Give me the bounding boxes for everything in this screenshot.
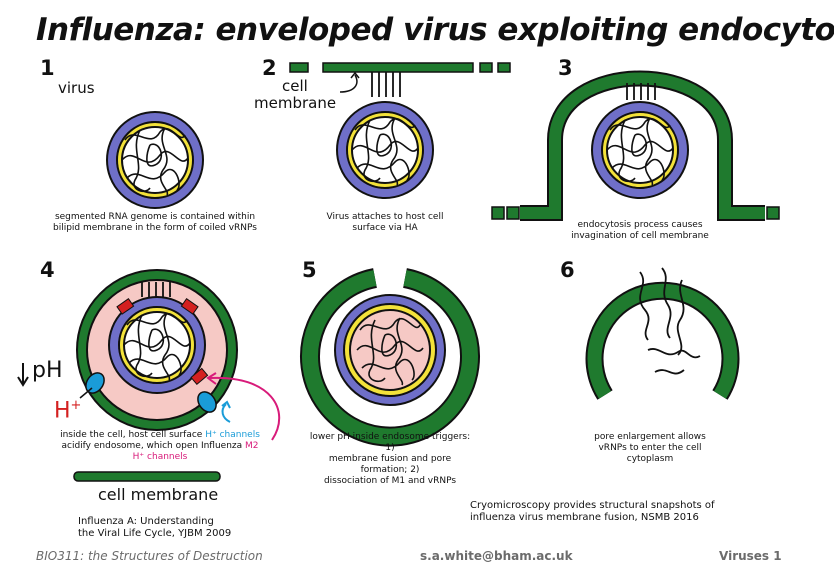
footer-course: BIO311: the Structures of Destruction	[36, 549, 263, 563]
footer-email: s.a.white@bham.ac.uk	[420, 549, 573, 563]
panel-number-5: 5	[302, 258, 317, 282]
cell-membrane-bottom-label: cell membrane	[98, 486, 218, 503]
panel-1-virus	[107, 112, 203, 208]
panel-number-4: 4	[40, 258, 55, 282]
panel-6-release	[595, 268, 731, 395]
ph-label: pH	[32, 358, 63, 383]
h-plus-label: H+	[54, 398, 81, 423]
virus-label: virus	[58, 80, 95, 97]
panel-number-3: 3	[558, 56, 573, 80]
caption-panel-1: segmented RNA genome is contained within…	[50, 212, 260, 234]
panel-5-fusion	[310, 278, 470, 437]
caption-panel-5: lower pH inside endosome triggers: 1)mem…	[305, 432, 475, 487]
footer-lecture: Viruses 1	[719, 549, 782, 563]
caption-panel-4: inside the cell, host cell surface H⁺ ch…	[50, 430, 270, 463]
cell-label: cell	[282, 78, 308, 95]
membrane-label: membrane	[254, 95, 336, 112]
panel-2-attachment	[290, 63, 510, 198]
panel-number-2: 2	[262, 56, 277, 80]
reference-2: Cryomicroscopy provides structural snaps…	[470, 500, 715, 524]
panel-3-endocytosis	[492, 79, 779, 220]
panel-number-6: 6	[560, 258, 575, 282]
panel-number-1: 1	[40, 56, 55, 80]
